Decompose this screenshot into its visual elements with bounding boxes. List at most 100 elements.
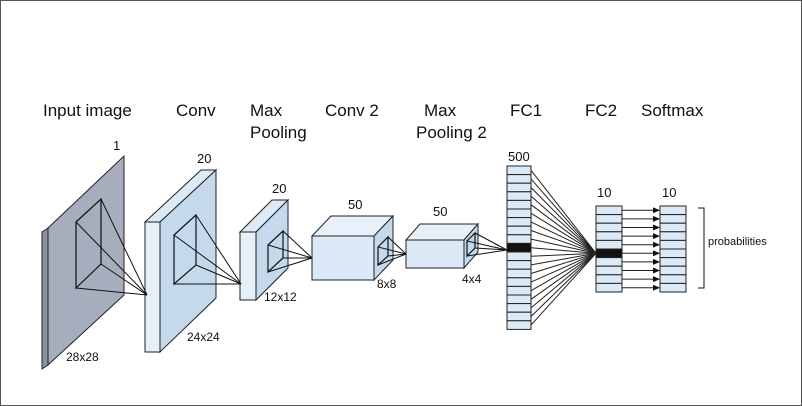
input-depth-label: 1 — [113, 138, 120, 153]
fc1-unit — [506, 208, 532, 219]
softmax-unit — [659, 239, 687, 250]
fc1-unit — [506, 242, 532, 253]
fc1-fc2-connection — [530, 252, 597, 300]
fc1-unit — [506, 260, 532, 270]
fc2-unit — [595, 257, 623, 267]
fc1-unit — [506, 225, 532, 236]
softmax-units-label: 10 — [662, 185, 676, 200]
fc1-fc2-connection — [530, 252, 597, 326]
fc1-fc2-connection — [530, 195, 597, 254]
fc1-fc2-connection — [530, 252, 597, 274]
softmax-unit — [659, 265, 687, 276]
fc1-unit — [506, 268, 532, 279]
conv2-front — [311, 235, 375, 281]
fc2-unit — [595, 231, 623, 241]
fc1-fc2-connection — [530, 230, 597, 254]
pool1-front — [239, 231, 257, 301]
stage-title-fc2: FC2 — [585, 101, 617, 120]
fc1-unit — [506, 311, 532, 322]
conv1-depth-label: 20 — [197, 151, 211, 166]
fc1-units-label: 500 — [508, 149, 530, 164]
probabilities-label: probabilities — [708, 236, 767, 248]
input-size-label: 28x28 — [66, 350, 99, 364]
fc2-unit — [595, 265, 623, 276]
softmax-unit — [659, 205, 687, 216]
conv1-size-label: 24x24 — [187, 330, 220, 344]
fc1-fc2-connection — [530, 252, 597, 283]
stage-title-conv-2: Conv 2 — [325, 101, 379, 120]
stage-title-max-pooling-line2: Pooling — [250, 123, 307, 142]
stage-title-conv: Conv — [176, 101, 216, 120]
fc1-fc2-connection — [530, 169, 597, 254]
pool2-size-label: 4x4 — [462, 272, 482, 286]
fc1-fc2-connection — [530, 252, 597, 317]
fc1-fc2-connection — [530, 178, 597, 254]
stage-title-max-pooling-line1: Max — [250, 101, 283, 120]
fc1-unit — [506, 251, 532, 262]
pool2-depth-label: 50 — [433, 204, 447, 219]
fc1-unit — [506, 294, 532, 305]
fc2-unit — [595, 248, 623, 259]
softmax-unit — [659, 222, 687, 233]
pool1-slab — [238, 198, 290, 302]
conv2-box — [310, 214, 395, 282]
pool2-box — [404, 222, 480, 270]
stage-title-max-pooling-2-line1: Max — [424, 101, 457, 120]
fc2-column — [595, 205, 623, 293]
softmax-unit — [659, 282, 687, 293]
input-plane-side — [41, 227, 49, 370]
fc1-unit — [506, 191, 532, 201]
fc1-to-fc2-connections — [530, 169, 597, 326]
fc1-unit — [506, 217, 532, 227]
fc1-fc2-connection — [530, 247, 597, 254]
fc1-fc2-connection — [530, 187, 597, 254]
output-bracket — [698, 207, 705, 289]
softmax-unit — [659, 214, 687, 224]
pool1-side — [255, 198, 289, 302]
fc1-unit — [506, 174, 532, 184]
softmax-unit — [659, 231, 687, 241]
softmax-unit — [659, 257, 687, 267]
fc2-unit — [595, 274, 623, 284]
fc1-unit — [506, 234, 532, 244]
fc2-units-label: 10 — [597, 185, 611, 200]
fc1-unit — [506, 182, 532, 193]
stage-title-fc1: FC1 — [510, 101, 542, 120]
fc1-fc2-connection — [530, 252, 597, 309]
fc2-unit — [595, 282, 623, 293]
fc1-unit — [506, 199, 532, 210]
conv1-slab — [143, 168, 218, 354]
softmax-unit — [659, 274, 687, 284]
fc2-unit — [595, 205, 623, 216]
conv2-size-label: 8x8 — [377, 277, 397, 291]
fc2-to-softmax-arrows — [622, 207, 660, 291]
stage-title-softmax: Softmax — [641, 101, 704, 120]
conv1-side — [159, 168, 217, 354]
fc1-fc2-connection — [530, 238, 597, 254]
fc1-fc2-connection — [530, 212, 597, 254]
fc1-unit — [506, 165, 532, 176]
fc2-unit — [595, 222, 623, 233]
fc2-unit — [595, 214, 623, 224]
stage-title-max-pooling-2-line2: Pooling 2 — [416, 123, 487, 142]
pool2-front — [405, 239, 465, 269]
fc2-unit — [595, 239, 623, 250]
conv1-front — [144, 221, 161, 353]
conv-connections — [75, 198, 508, 296]
stage-title-input: Input image — [43, 101, 132, 120]
conv2-depth-label: 50 — [348, 197, 362, 212]
fc1-unit — [506, 277, 532, 287]
softmax-unit — [659, 248, 687, 259]
pool1-depth-label: 20 — [272, 181, 286, 196]
pool1-size-label: 12x12 — [264, 290, 297, 304]
fc1-fc2-connection — [530, 252, 597, 266]
fc1-fc2-connection — [530, 252, 597, 257]
fc1-fc2-connection — [530, 252, 597, 292]
fc1-fc2-connection — [530, 204, 597, 254]
softmax-column — [659, 205, 687, 293]
fc1-fc2-connection — [530, 221, 597, 254]
fc1-unit — [506, 285, 532, 296]
fc1-unit — [506, 303, 532, 313]
